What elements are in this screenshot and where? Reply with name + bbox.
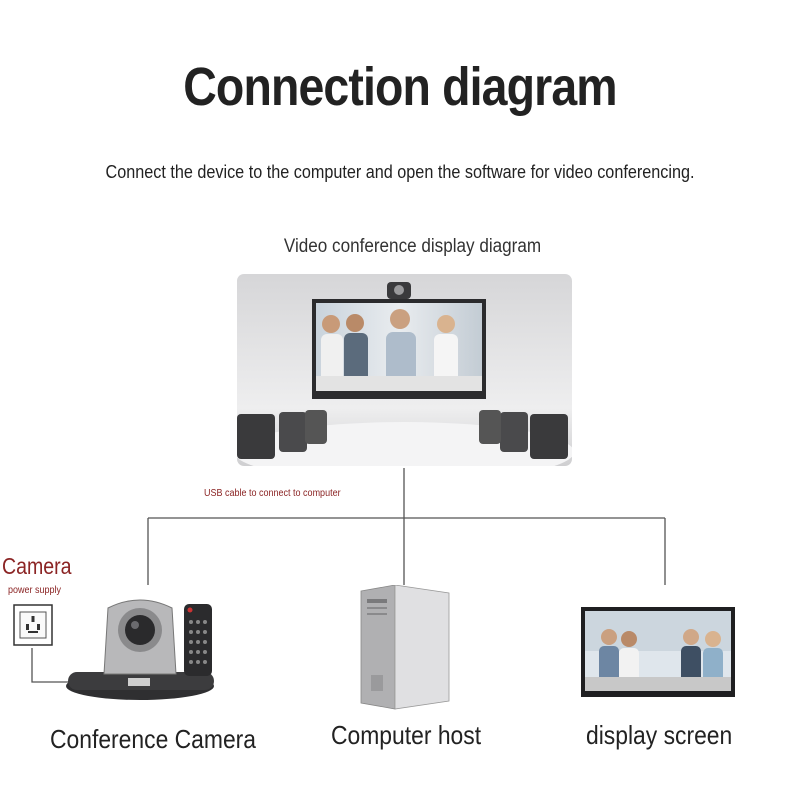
computer-host-icon bbox=[360, 585, 450, 710]
conference-camera-label: Conference Camera bbox=[50, 724, 257, 754]
usb-cable-label: USB cable to connect to computer bbox=[204, 488, 341, 499]
display-screen-label: display screen bbox=[586, 720, 733, 750]
page-subtitle: Connect the device to the computer and o… bbox=[105, 162, 695, 182]
computer-host-label: Computer host bbox=[331, 720, 482, 750]
display-screen-icon bbox=[581, 607, 735, 697]
camera-power-title: Camera bbox=[2, 553, 72, 579]
display-diagram-caption: Video conference display diagram bbox=[283, 236, 542, 257]
power-supply-label: power supply bbox=[8, 585, 62, 596]
page-title: Connection diagram bbox=[183, 57, 617, 117]
conference-room-illustration bbox=[237, 274, 572, 466]
power-outlet-icon bbox=[13, 604, 53, 646]
conference-camera-icon bbox=[66, 599, 214, 700]
